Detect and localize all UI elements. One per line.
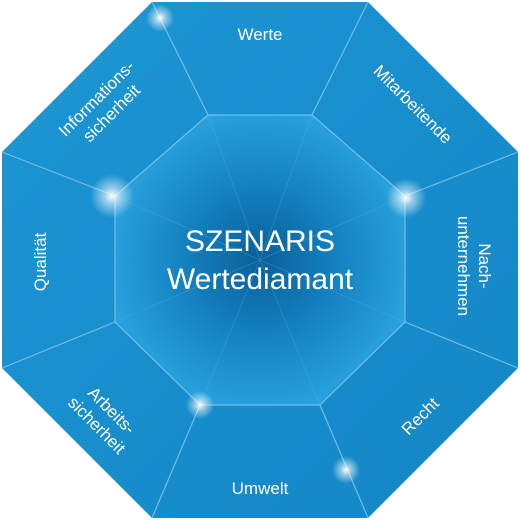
segment-label-qualitaet: Qualität [31,232,50,291]
segment-label-nachunternehmen-line1: Nach- [475,243,494,288]
segment-label-nachunternehmen-line2: unternehmen [454,216,473,316]
inner-octagon [115,115,405,405]
sparkle-highlights [90,4,426,484]
segment-label-werte: Werte [237,25,282,44]
center-facets [114,114,406,406]
segment-label-umwelt: Umwelt [232,479,289,498]
diagram-title-line2: Wertediamant [167,263,354,296]
diagram-title-line1: SZENARIS [185,225,335,258]
